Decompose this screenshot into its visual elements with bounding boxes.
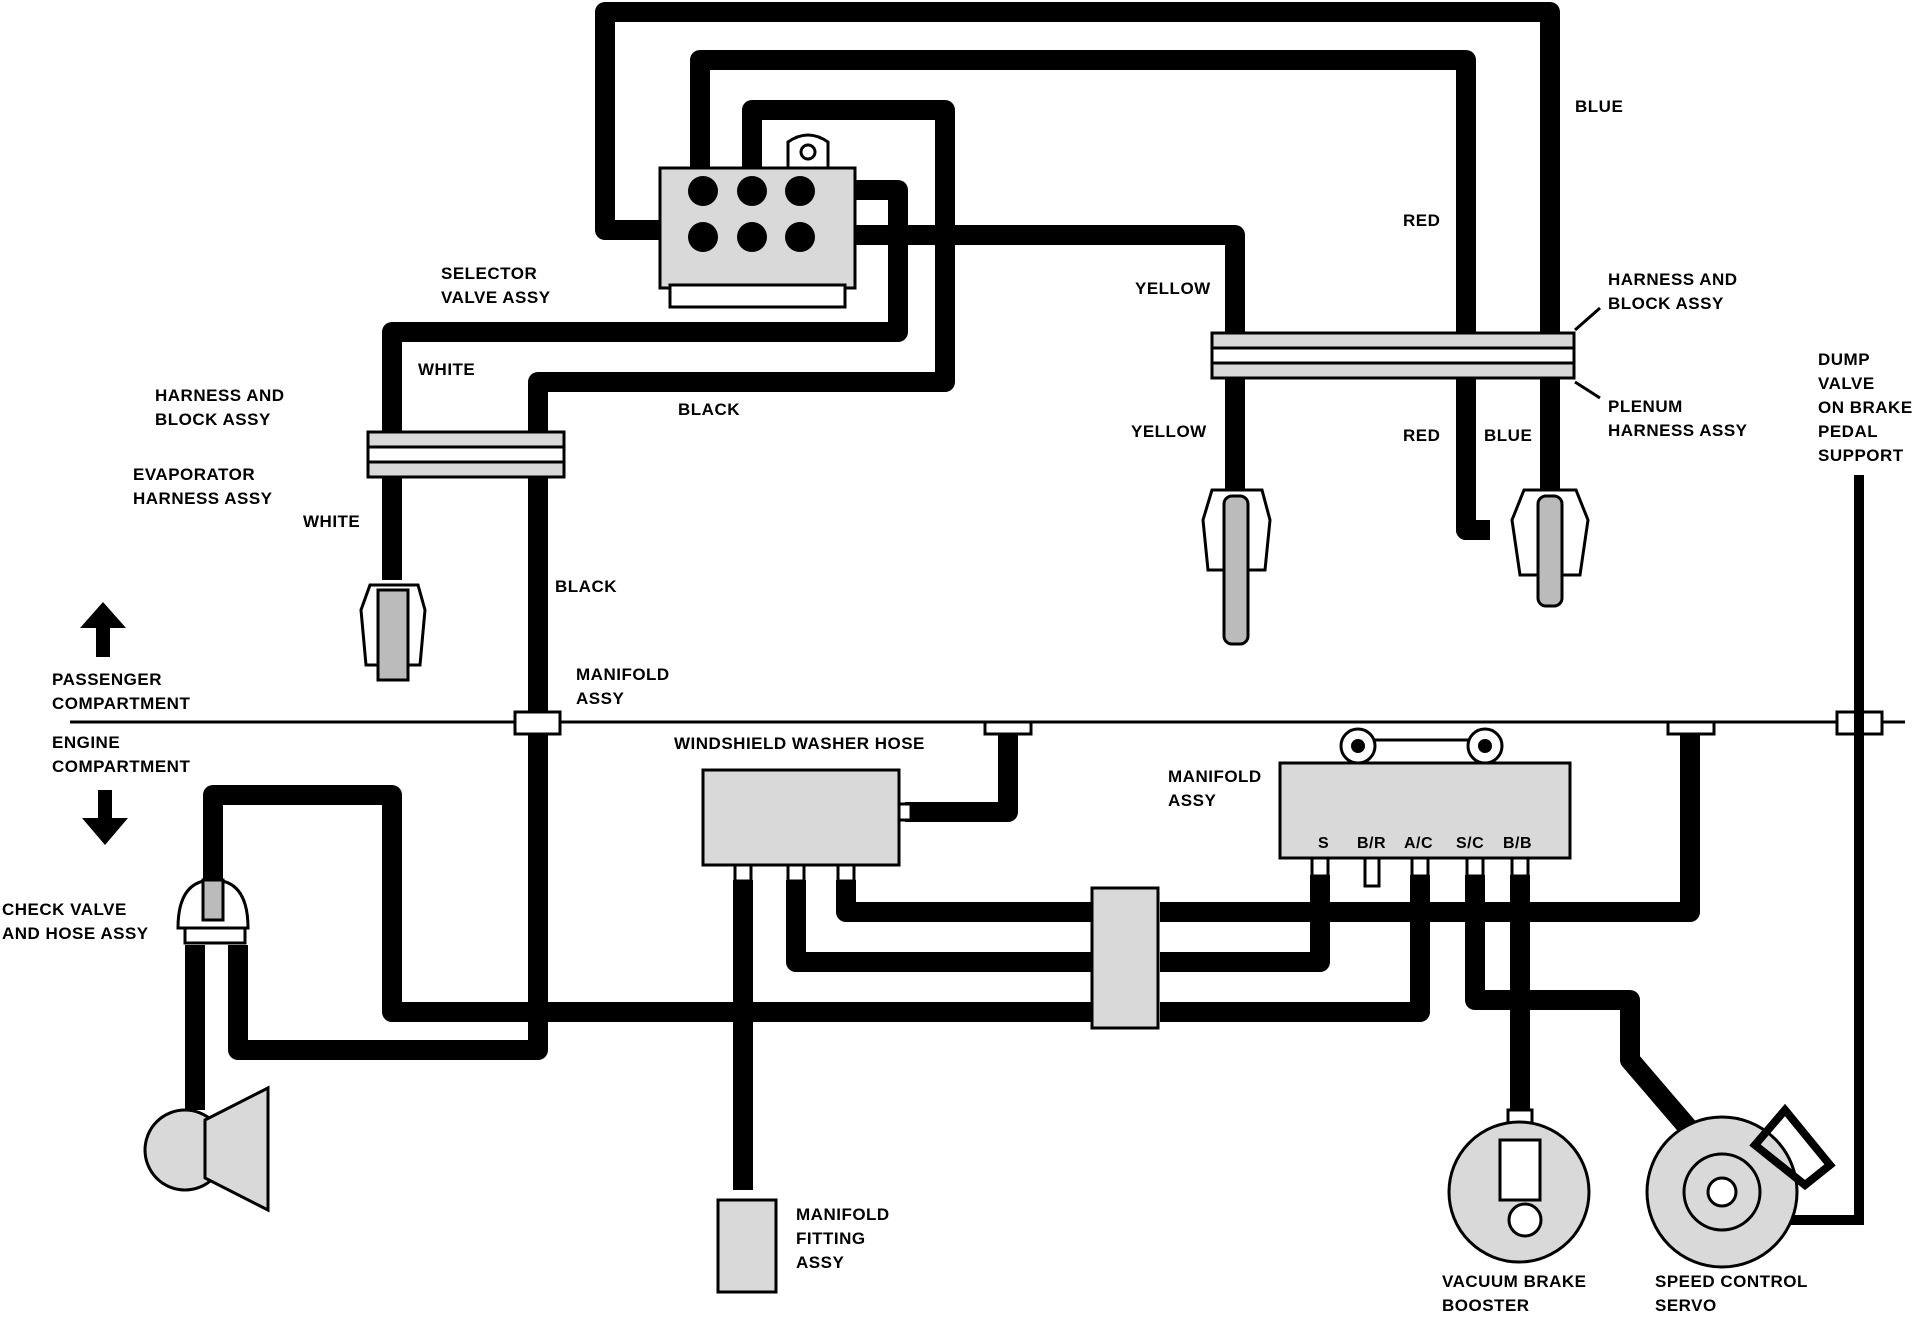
blue-top-label: BLUE (1575, 97, 1624, 116)
hose-yellow (800, 225, 1245, 490)
white-vacuum-switch (359, 477, 427, 682)
port-br-label: B/R (1357, 835, 1387, 852)
red-top-label: RED (1403, 211, 1441, 230)
engine-compartment-label: ENGINE COMPARTMENT (52, 733, 191, 776)
blue-bottom-label: BLUE (1484, 426, 1533, 445)
port-sc-label: S/C (1456, 835, 1485, 852)
down-arrow (82, 790, 128, 845)
harness-block-left (366, 430, 566, 479)
harness-block-left-label: HARNESS AND BLOCK ASSY (155, 386, 285, 429)
manifold-assy-right-label: MANIFOLD ASSY (1168, 767, 1262, 810)
vacuum-brake-booster (1447, 1108, 1591, 1264)
yellow-vacuum-switch (1201, 378, 1272, 646)
dump-valve-label: DUMP VALVE ON BRAKE PEDAL SUPPORT (1818, 350, 1913, 465)
manifold-bulkhead-fitting (1666, 720, 1716, 736)
speed-control-servo (1645, 1103, 1836, 1269)
manifold-fitting-label: MANIFOLD FITTING ASSY (796, 1205, 890, 1272)
black-mid-label: BLACK (555, 577, 617, 596)
port-ac-label: A/C (1404, 835, 1434, 852)
windshield-washer-hose-label: WINDSHIELD WASHER HOSE (674, 734, 925, 753)
white-bottom-label: WHITE (303, 512, 361, 531)
check-valve (176, 878, 250, 1110)
check-valve-label: CHECK VALVE AND HOSE ASSY (2, 900, 149, 943)
yellow-top-label: YELLOW (1135, 279, 1211, 298)
speed-control-servo-label: SPEED CONTROL SERVO (1655, 1272, 1808, 1315)
passenger-compartment-label: PASSENGER COMPARTMENT (52, 670, 191, 713)
port-s-label: S (1318, 835, 1330, 852)
plenum-harness-label: PLENUM HARNESS ASSY (1608, 397, 1748, 440)
dump-valve-line (1741, 475, 1864, 1234)
manifold-assy (1278, 727, 1572, 888)
black-top-label: BLACK (678, 400, 740, 419)
white-top-label: WHITE (418, 360, 476, 379)
hose-blue (595, 2, 1560, 480)
harness-block-right (1210, 306, 1601, 400)
vacuum-tee-block (1090, 886, 1160, 1030)
red-bottom-label: RED (1403, 426, 1441, 445)
evaporator-harness-label: EVAPORATOR HARNESS ASSY (133, 465, 273, 508)
lower-hoses (203, 730, 1700, 1190)
vacuum-reservoir (143, 1085, 270, 1213)
up-arrow (80, 602, 126, 657)
windshield-washer-reservoir (701, 768, 913, 883)
selector-valve-label: SELECTOR VALVE ASSY (441, 264, 551, 307)
bulkhead-fitting-left (513, 710, 562, 736)
harness-block-right-label: HARNESS AND BLOCK ASSY (1608, 270, 1738, 313)
port-bb-label: B/B (1503, 835, 1533, 852)
yellow-bottom-label: YELLOW (1131, 422, 1207, 441)
manifold-fitting (716, 1198, 778, 1294)
washer-bulkhead-fitting (983, 720, 1033, 736)
manifold-assy-top-label: MANIFOLD ASSY (576, 665, 670, 708)
vacuum-brake-booster-label: VACUUM BRAKE BOOSTER (1442, 1272, 1587, 1315)
selector-valve (658, 133, 857, 309)
hose-white (382, 180, 908, 580)
blue-vacuum-switch (1456, 378, 1590, 608)
